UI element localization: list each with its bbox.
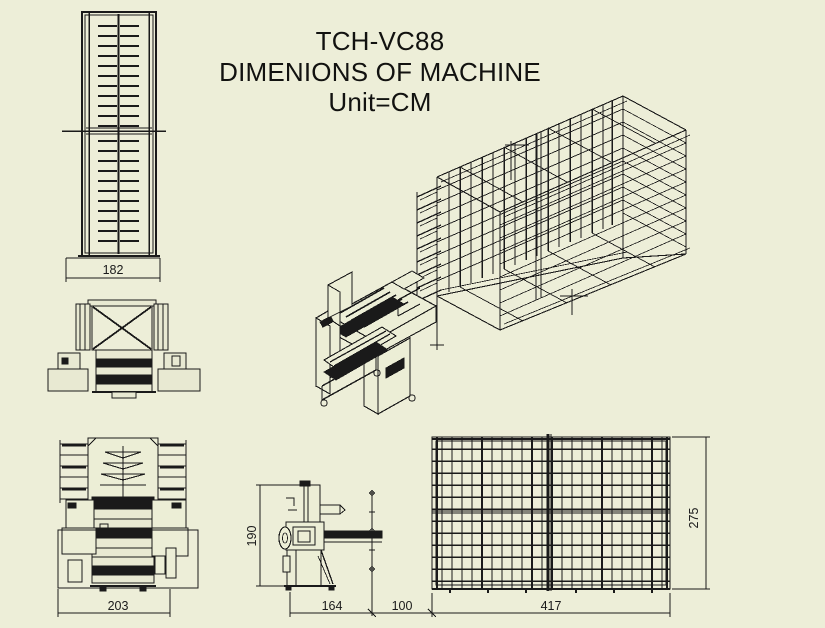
dimension-label-203: 203 [108, 599, 129, 613]
view-rack-grid-elevation [431, 434, 671, 593]
dimension-label-275: 275 [687, 508, 701, 529]
view-machine-plan [57, 437, 199, 592]
dimension-label-417: 417 [541, 599, 562, 613]
dimension-164-100 [289, 592, 437, 618]
view-isometric-assembly [315, 95, 691, 416]
dimension-275 [672, 436, 710, 590]
dimension-label-164: 164 [322, 599, 343, 613]
dimension-label-182: 182 [103, 263, 124, 277]
dimension-182 [65, 257, 161, 282]
view-rack-front-elevation [62, 11, 166, 257]
dimension-190 [256, 484, 300, 587]
dimension-label-100: 100 [392, 599, 413, 613]
view-machine-side [278, 480, 383, 596]
dimension-203 [57, 589, 171, 617]
dimension-label-190: 190 [245, 526, 259, 547]
view-machine-front [47, 299, 201, 399]
